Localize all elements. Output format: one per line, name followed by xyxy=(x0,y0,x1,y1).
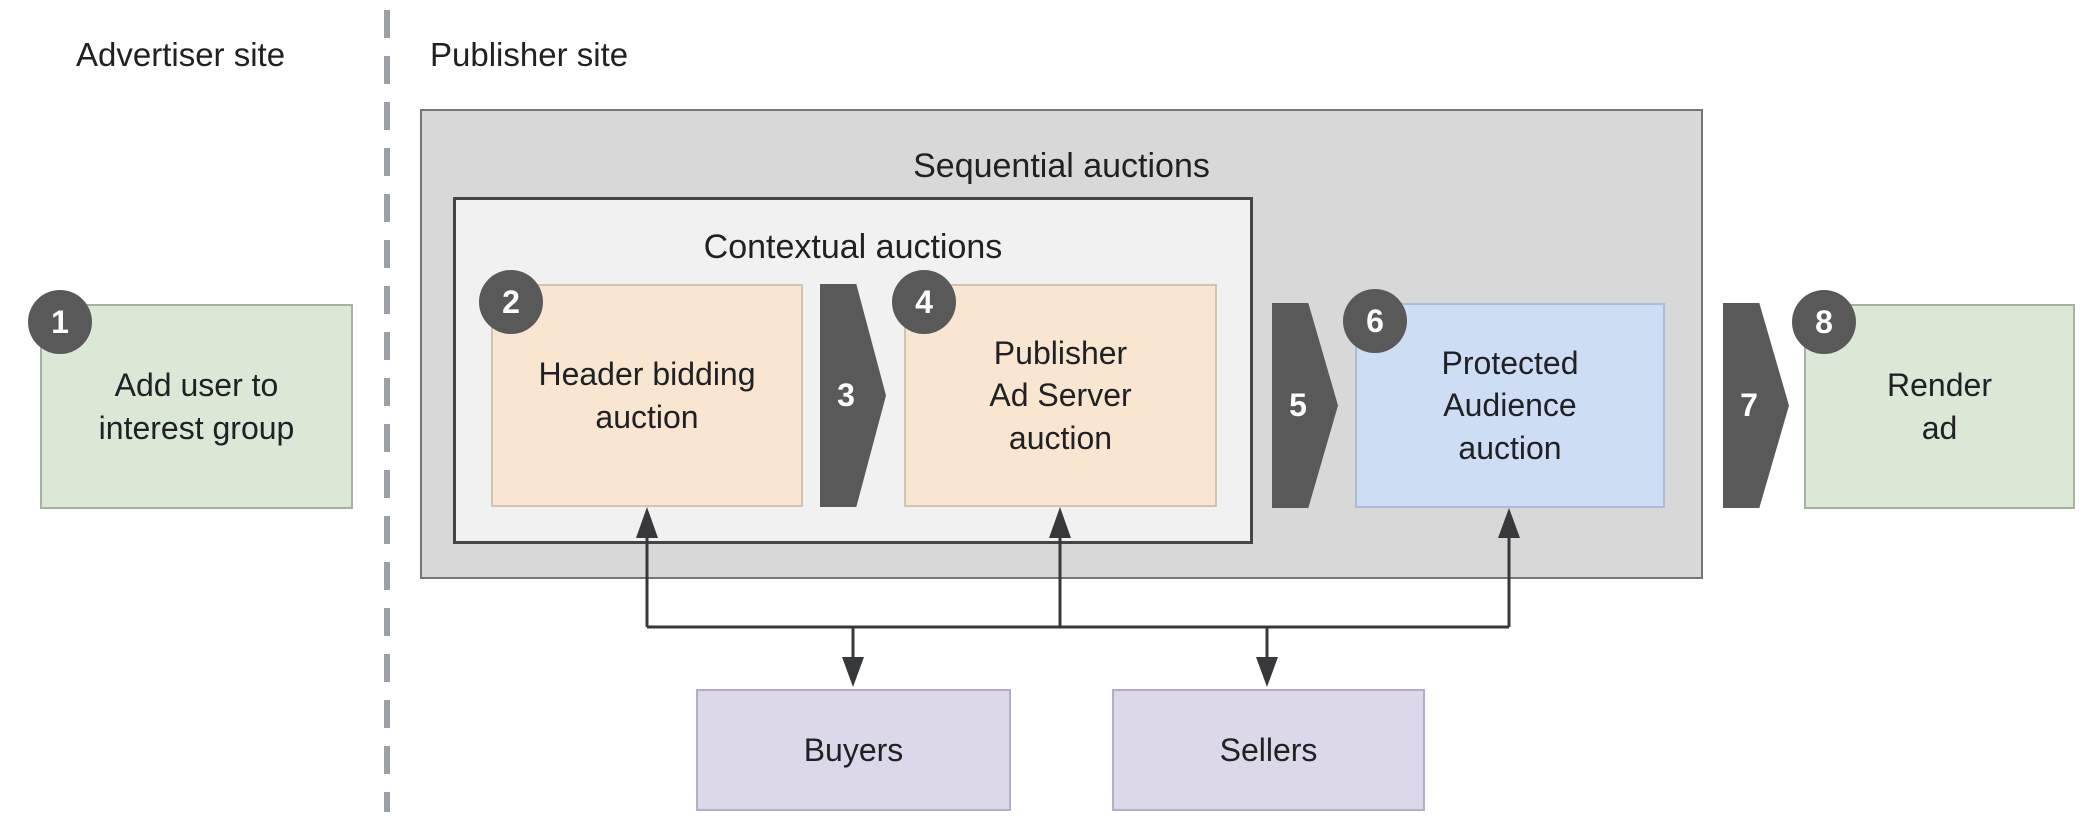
sellers-label: Sellers xyxy=(1219,731,1318,768)
step-add-user-box: 1 Add user to interest group xyxy=(28,290,353,509)
step-6-badge: 6 xyxy=(1343,289,1407,353)
right-arrow-shape xyxy=(820,284,886,507)
step-header-bidding-box: 2 Header bidding auction xyxy=(479,270,803,507)
sellers-box: Sellers xyxy=(1112,689,1425,811)
step-render-ad-box: 8 Render ad xyxy=(1792,290,2075,509)
right-arrow-shape xyxy=(1723,303,1789,508)
contextual-auctions-title: Contextual auctions xyxy=(703,228,1003,266)
step-render-ad-label: Render ad xyxy=(1887,367,1992,446)
step-1-badge: 1 xyxy=(28,290,92,354)
step-2-badge: 2 xyxy=(479,270,543,334)
step-protected-audience-label: Protected Audience auction xyxy=(1441,345,1579,466)
step-7-arrow: 7 xyxy=(1723,303,1789,508)
step-3-arrow: 3 xyxy=(820,284,886,507)
step-5-number: 5 xyxy=(1289,387,1307,423)
sequential-auctions-title: Sequential auctions xyxy=(913,147,1210,185)
step-add-user-label: Add user to interest group xyxy=(98,367,295,446)
step-header-bidding-label: Header bidding auction xyxy=(538,356,756,435)
step-7-number: 7 xyxy=(1740,387,1758,423)
step-8-badge: 8 xyxy=(1792,290,1856,354)
advertiser-site-label: Advertiser site xyxy=(76,36,286,73)
right-arrow-shape xyxy=(1272,303,1338,508)
step-5-arrow: 5 xyxy=(1272,303,1338,508)
step-publisher-ad-server-box: 4 Publisher Ad Server auction xyxy=(892,270,1217,507)
step-3-number: 3 xyxy=(837,377,855,413)
step-4-badge: 4 xyxy=(892,270,956,334)
buyers-box: Buyers xyxy=(696,689,1011,811)
step-publisher-ad-server-label: Publisher Ad Server auction xyxy=(989,335,1132,456)
buyers-label: Buyers xyxy=(803,731,904,768)
publisher-site-label: Publisher site xyxy=(430,36,629,73)
step-protected-audience-box: 6 Protected Audience auction xyxy=(1343,289,1665,508)
